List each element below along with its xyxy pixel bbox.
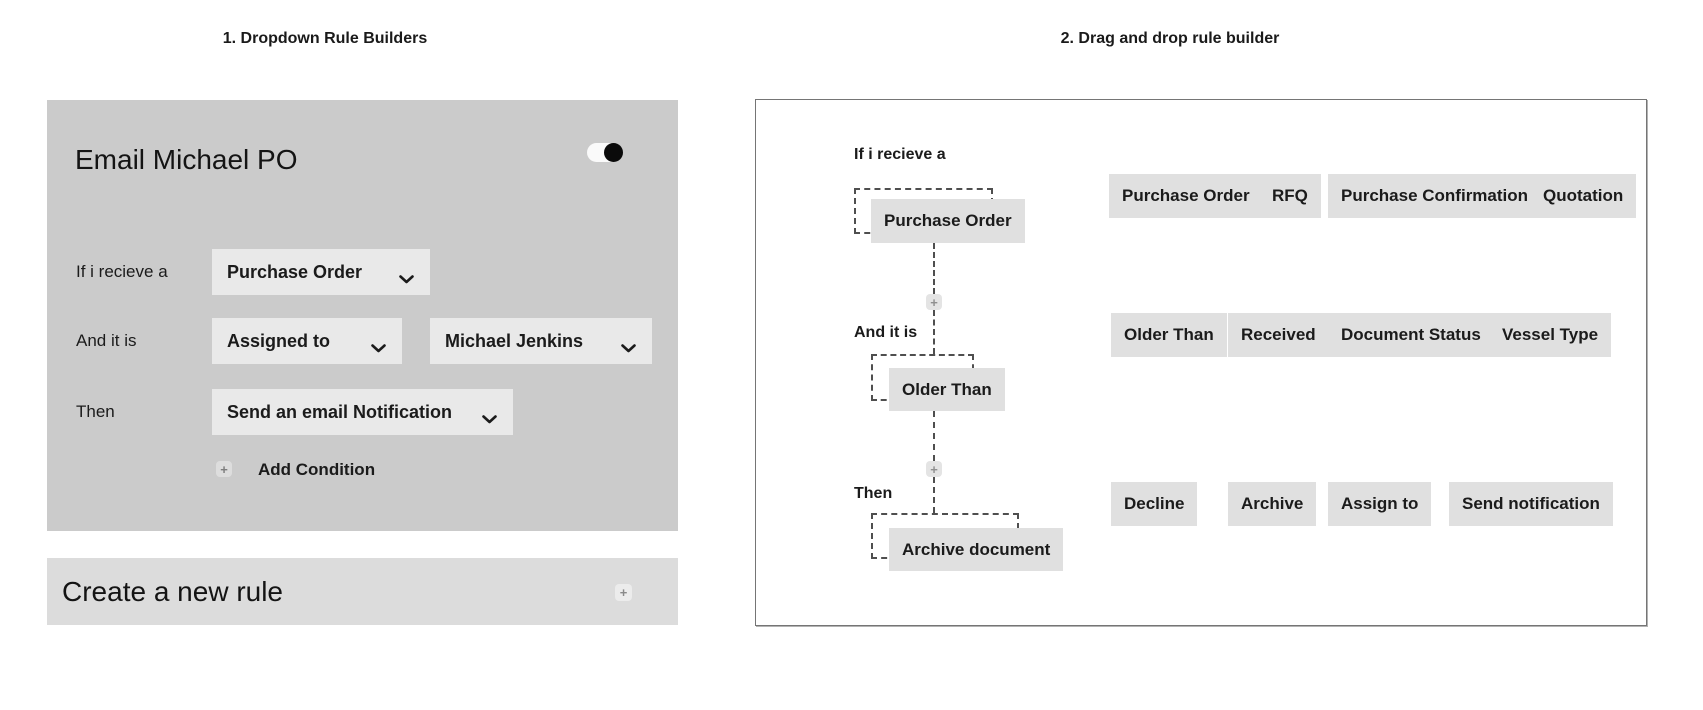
chevron-down-icon <box>621 337 636 358</box>
palette-chip[interactable]: Assign to <box>1328 482 1432 526</box>
create-rule-plus-icon[interactable]: + <box>615 584 632 601</box>
action-label-then: Then <box>76 402 115 421</box>
palette-chip[interactable]: Decline <box>1111 482 1198 526</box>
drag-drop-builder-panel: If i recieve a Purchase Order + And it i… <box>755 99 1647 626</box>
add-condition-plus-icon[interactable]: + <box>216 461 232 477</box>
flow-chip-action[interactable]: Archive document <box>889 528 1064 571</box>
flow-label-if: If i recieve a <box>854 146 946 163</box>
palette-chip[interactable]: Send notification <box>1449 482 1613 526</box>
connector-line <box>933 411 935 461</box>
palette-chip[interactable]: Purchase Confirmation <box>1328 174 1542 218</box>
chevron-down-icon <box>371 337 386 358</box>
add-condition-button[interactable]: Add Condition <box>258 460 376 479</box>
palette-chip[interactable]: RFQ <box>1259 174 1321 218</box>
add-step-button[interactable]: + <box>926 461 942 477</box>
rule-enabled-toggle[interactable] <box>587 143 623 162</box>
chevron-down-icon <box>482 408 497 429</box>
palette-chip[interactable]: Quotation <box>1530 174 1637 218</box>
left-section-title: 1. Dropdown Rule Builders <box>222 30 428 47</box>
action-select[interactable]: Send an email Notification <box>212 389 513 435</box>
flow-label-then: Then <box>854 485 893 502</box>
condition-label-and: And it is <box>76 331 137 350</box>
flow-label-and: And it is <box>854 324 918 341</box>
document-type-value: Purchase Order <box>227 261 363 282</box>
right-section-title: 2. Drag and drop rule builder <box>1060 30 1280 47</box>
toggle-knob-icon <box>604 143 623 162</box>
palette-chip[interactable]: Vessel Type <box>1489 313 1612 357</box>
palette-chip[interactable]: Document Status <box>1328 313 1494 357</box>
flow-chip-condition[interactable]: Older Than <box>889 368 1005 411</box>
add-step-button[interactable]: + <box>926 294 942 310</box>
condition-type-select[interactable]: Assigned to <box>212 318 402 364</box>
rule-card: Email Michael PO If i recieve a Purchase… <box>47 100 678 531</box>
palette-chip[interactable]: Purchase Order <box>1109 174 1263 218</box>
palette-chip[interactable]: Received <box>1228 313 1329 357</box>
condition-label-if: If i recieve a <box>76 262 168 281</box>
create-new-rule-label: Create a new rule <box>62 575 284 607</box>
flow-chip-trigger[interactable]: Purchase Order <box>871 199 1025 243</box>
palette-chip[interactable]: Older Than <box>1111 313 1227 357</box>
assignee-value: Michael Jenkins <box>445 330 584 351</box>
condition-type-value: Assigned to <box>227 330 331 351</box>
document-type-select[interactable]: Purchase Order <box>212 249 430 295</box>
palette-chip[interactable]: Archive <box>1228 482 1317 526</box>
assignee-select[interactable]: Michael Jenkins <box>430 318 652 364</box>
create-new-rule-bar[interactable]: Create a new rule + <box>47 558 678 625</box>
connector-line <box>933 310 935 354</box>
chevron-down-icon <box>399 268 414 289</box>
connector-line <box>933 243 935 294</box>
connector-line <box>933 477 935 513</box>
action-value: Send an email Notification <box>227 401 453 422</box>
rule-name: Email Michael PO <box>75 144 298 175</box>
